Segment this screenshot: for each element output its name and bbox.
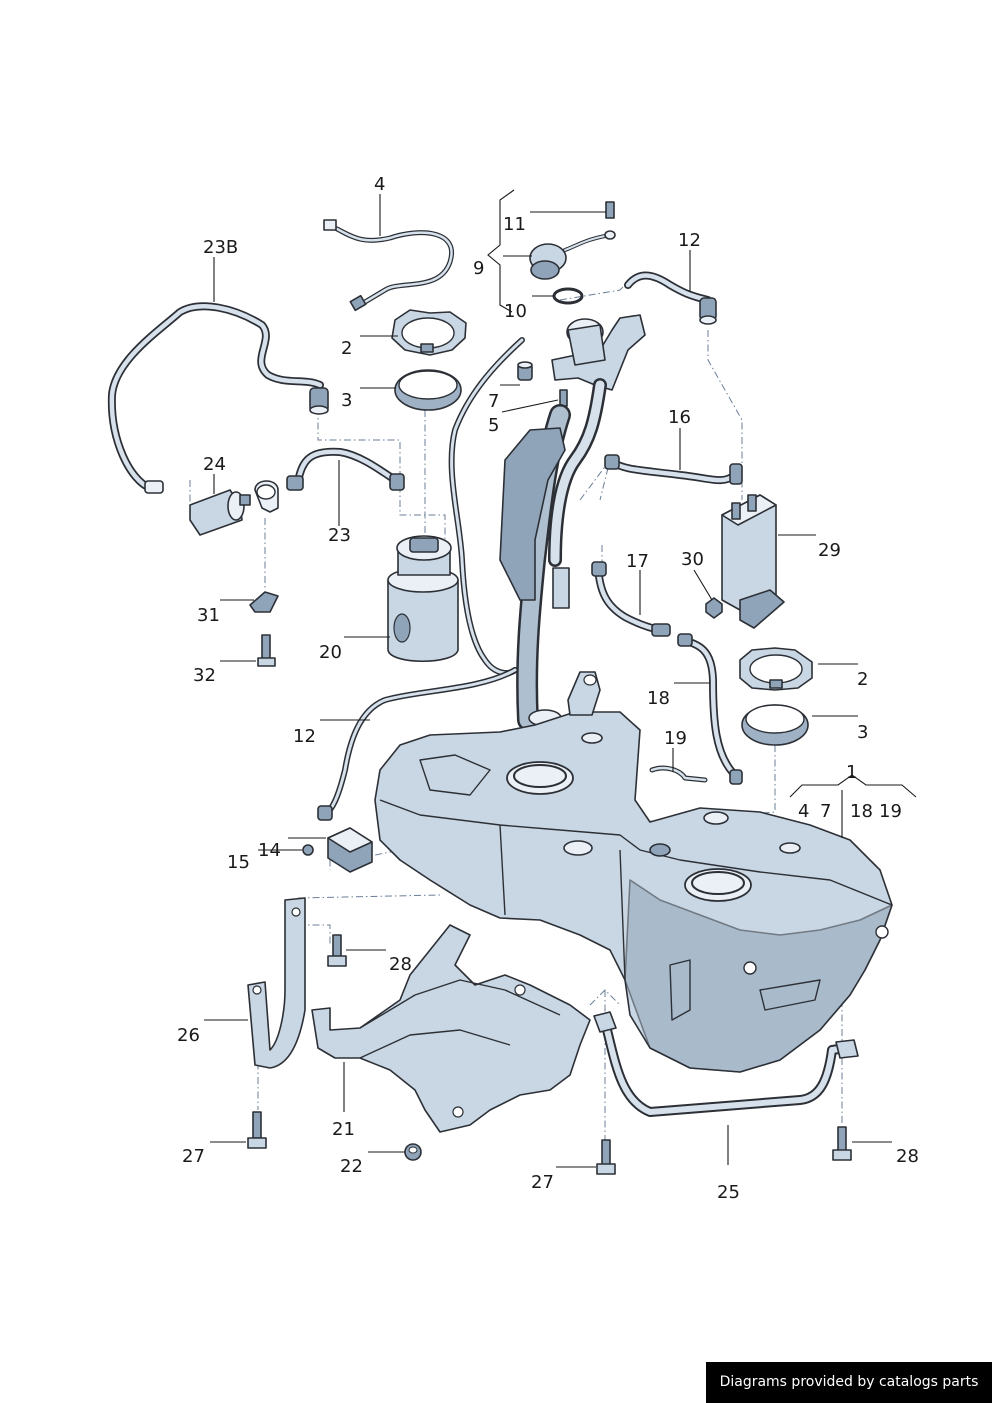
part-14-nut <box>302 844 314 856</box>
part-21-heat-shield <box>311 924 591 1133</box>
part-24-fuel-filter <box>189 489 251 536</box>
part-18-pipe <box>677 633 743 785</box>
part-31-grommet <box>249 591 279 613</box>
part-12-breather-pipe <box>317 337 525 821</box>
callout-21: 21 <box>332 1119 355 1140</box>
callout-7: 7 <box>488 391 499 412</box>
part-3-seal-ring-top <box>394 369 462 411</box>
callout-16: 16 <box>668 407 691 428</box>
part-4-wiring-harness <box>323 219 455 312</box>
callout-labels: 4 23B 11 9 10 12 2 3 7 5 16 24 23 29 17 … <box>177 174 919 1203</box>
part-2-locking-ring-right <box>739 647 813 691</box>
callout-28-upper: 28 <box>389 954 412 975</box>
callout-14: 14 <box>258 840 281 861</box>
callout-12-top: 12 <box>678 230 701 251</box>
callout-29: 29 <box>818 540 841 561</box>
callout-10: 10 <box>504 301 527 322</box>
callout-23b: 23B <box>203 237 238 258</box>
filler-neck <box>499 314 646 731</box>
callout-27-center: 27 <box>531 1172 554 1193</box>
callout-25: 25 <box>717 1182 740 1203</box>
callout-5: 5 <box>488 415 499 436</box>
callout-32: 32 <box>193 665 216 686</box>
callout-1-group-18: 18 <box>850 801 873 822</box>
callout-18: 18 <box>647 688 670 709</box>
part-22-nut <box>404 1143 422 1161</box>
part-23b-fuel-line <box>107 302 329 494</box>
callout-20: 20 <box>319 642 342 663</box>
callout-1-top: 1 <box>846 762 857 783</box>
callout-26: 26 <box>177 1025 200 1046</box>
part-20-fuel-pump <box>387 535 459 663</box>
part-10-o-ring <box>552 287 584 305</box>
callout-28-right: 28 <box>896 1146 919 1167</box>
callout-22: 22 <box>340 1156 363 1177</box>
part-29-charcoal-canister <box>721 494 785 629</box>
part-25-tank-strap <box>593 1011 859 1117</box>
part-26-strap <box>247 897 306 1069</box>
leader-lines <box>204 189 917 1168</box>
part-27-bolt-center <box>596 1139 616 1175</box>
callout-19: 19 <box>664 728 687 749</box>
callout-1-group-4: 4 <box>798 801 809 822</box>
filter-clamp <box>254 480 279 513</box>
callout-31: 31 <box>197 605 220 626</box>
callout-2-right: 2 <box>857 669 868 690</box>
part-19-line <box>649 765 708 783</box>
part-1-fuel-tank <box>374 671 893 1073</box>
callout-15: 15 <box>227 852 250 873</box>
part-23-fuel-line <box>286 447 405 491</box>
callout-1-group-7: 7 <box>820 801 831 822</box>
callout-1-group-19: 19 <box>879 801 902 822</box>
callout-4: 4 <box>374 174 385 195</box>
part-15-bracket <box>327 827 373 873</box>
part-16-hose <box>604 454 743 485</box>
part-9-valve <box>529 234 607 280</box>
part-27-bolt-left <box>247 1111 267 1149</box>
footer-credit: Diagrams provided by catalogs parts <box>706 1362 992 1403</box>
callout-17: 17 <box>626 551 649 572</box>
callout-12-long: 12 <box>293 726 316 747</box>
part-30-nut <box>705 597 723 619</box>
callout-30: 30 <box>681 549 704 570</box>
callout-24: 24 <box>203 454 226 475</box>
part-3-seal-ring-right <box>741 704 809 746</box>
part-2-locking-ring-top <box>391 309 467 356</box>
part-5-bolt <box>559 389 568 407</box>
part-12-vent-hose-top <box>624 271 717 325</box>
callout-9: 9 <box>473 258 484 279</box>
part-28-bolt-right <box>832 1126 852 1161</box>
part-32-bolt <box>257 634 276 667</box>
callout-23: 23 <box>328 525 351 546</box>
callout-27-left: 27 <box>182 1146 205 1167</box>
part-11-bolt <box>604 201 616 240</box>
callout-3-top: 3 <box>341 390 352 411</box>
callout-11: 11 <box>503 214 526 235</box>
callout-2-top: 2 <box>341 338 352 359</box>
part-7-cap <box>517 361 533 381</box>
part-17-pipe <box>591 561 671 637</box>
callout-3-right: 3 <box>857 722 868 743</box>
part-28-bolt-upper <box>327 934 347 967</box>
